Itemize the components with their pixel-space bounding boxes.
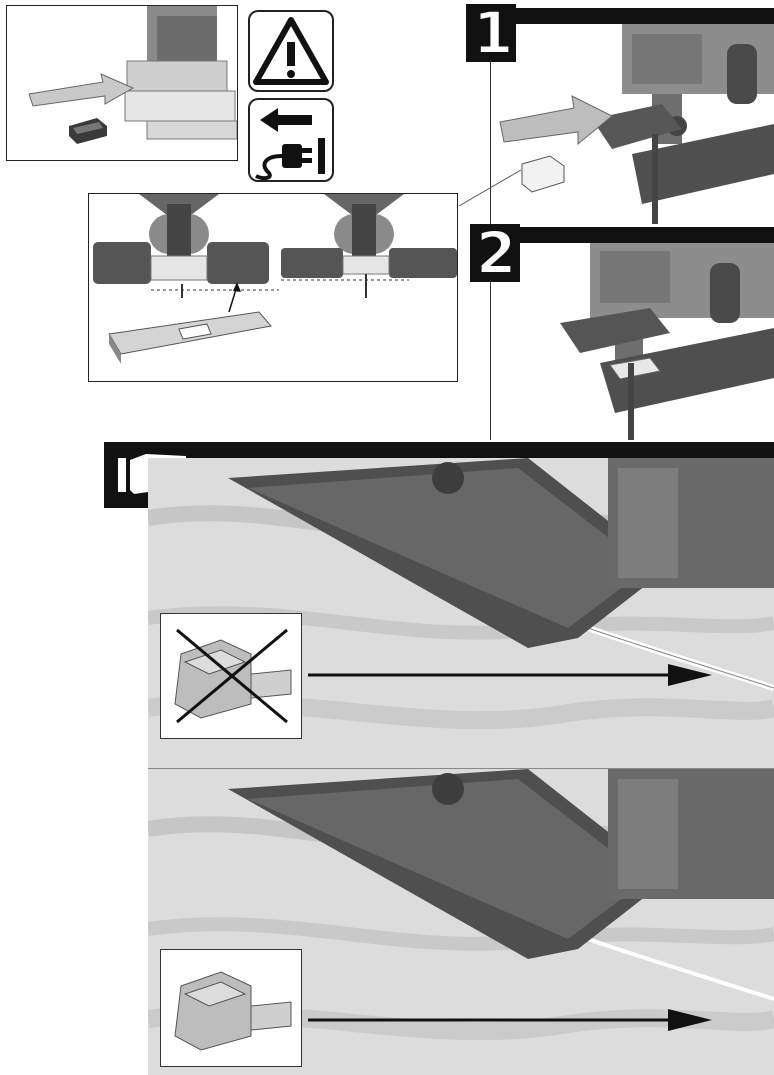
step-1-badge <box>466 4 516 62</box>
splinter-guard-insert-icon <box>174 971 292 1051</box>
cross-section-illustration <box>93 194 457 364</box>
unplug-power-icon <box>255 108 325 180</box>
step-1-header-bar <box>466 8 774 24</box>
cut-direction-arrow-lower <box>308 1009 712 1031</box>
without-insert-inset <box>160 613 302 739</box>
crossed-out-insert-icon <box>174 628 292 724</box>
hint-header-bar <box>104 442 774 458</box>
step-2-number: 2 <box>475 219 517 287</box>
callout-line <box>458 169 522 207</box>
step-2-header-bar <box>470 227 774 243</box>
jigsaw-on-wood-clean-cut-illustration <box>148 769 774 1041</box>
step-2-illustration <box>560 243 774 440</box>
step-2-badge <box>470 224 520 282</box>
cut-direction-arrow <box>308 664 712 686</box>
cross-section-detail-panel <box>88 193 458 382</box>
step-1-number: 1 <box>472 0 514 67</box>
jigsaw-base-illustration <box>28 6 237 144</box>
warning-panel <box>248 10 334 92</box>
insert-splinter-guard-panel <box>6 5 238 161</box>
warning-triangle-icon <box>253 17 329 85</box>
jigsaw-on-wood-illustration <box>148 458 774 730</box>
with-insert-inset <box>160 949 302 1067</box>
unplug-panel <box>248 98 334 182</box>
step-1-illustration <box>499 24 774 224</box>
